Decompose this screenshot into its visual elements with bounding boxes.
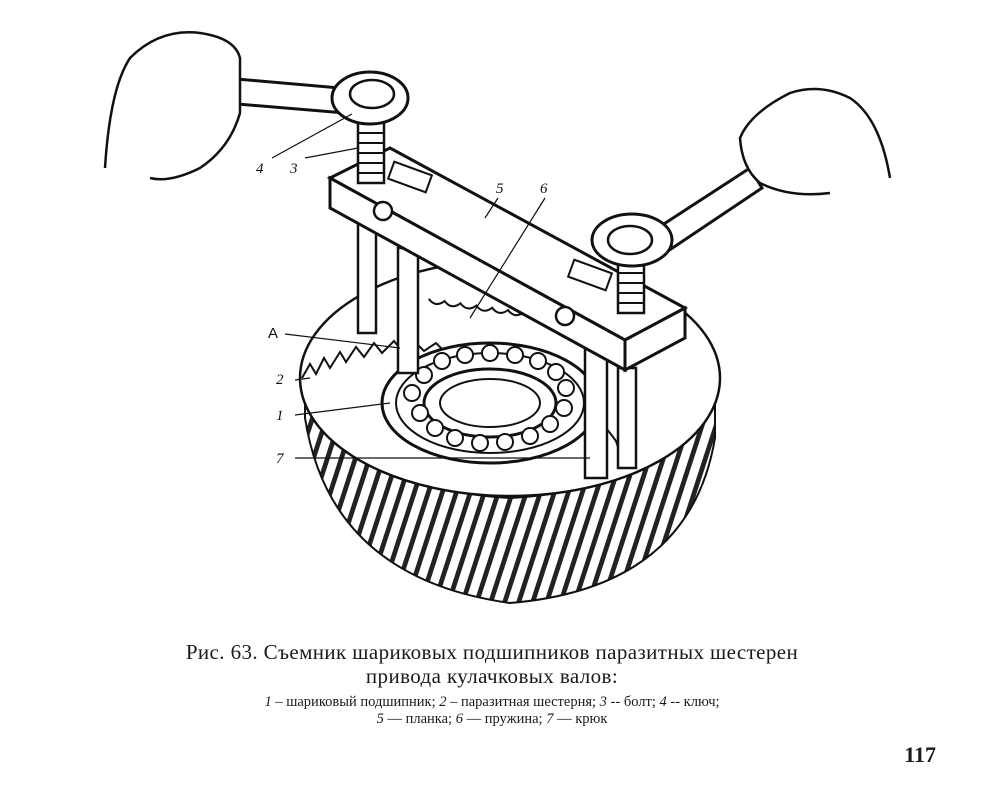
- legend-num: 6: [455, 710, 463, 727]
- puller-drawing: 4 3 5 6 А 2 1 7: [103, 31, 892, 605]
- legend-text: — планка;: [383, 710, 456, 727]
- callout-3: 3: [289, 161, 298, 177]
- callout-7: 7: [276, 451, 285, 467]
- page-number: 117: [904, 742, 936, 767]
- legend-text: — крюк: [553, 710, 608, 727]
- legend-num: 3: [599, 694, 607, 711]
- callout-5: 5: [496, 181, 504, 197]
- legend-text: – паразитная шестерня;: [446, 694, 600, 711]
- legend-line-1: 1 – шариковый подшипник; 2 – паразитная …: [60, 694, 924, 711]
- legend-num: 1: [264, 694, 272, 711]
- caption-title-line-1: Рис. 63. Съемник шариковых подшипников п…: [185, 640, 799, 664]
- puller-illustration: 4 3 5 6 А 2 1 7: [90, 18, 910, 628]
- legend-num: 2: [439, 694, 447, 711]
- wrench-left: [223, 70, 410, 126]
- hand-left: [103, 31, 242, 181]
- legend-num: 5: [376, 710, 384, 727]
- ball-bearing: [380, 341, 600, 465]
- caption-title-line-2: привода кулачковых валов:: [365, 664, 619, 689]
- callout-a: А: [268, 325, 278, 342]
- hook-right: [583, 346, 638, 480]
- legend-text: -- болт;: [606, 694, 660, 711]
- legend-num: 4: [659, 694, 667, 711]
- callout-6: 6: [540, 181, 548, 197]
- legend-line-2: 5 — планка; 6 — пружина; 7 — крюк: [60, 711, 924, 728]
- leader-lines: [271, 113, 590, 459]
- caption-legend: 1 – шариковый подшипник; 2 – паразитная …: [60, 694, 924, 727]
- callout-4: 4: [256, 161, 264, 177]
- legend-text: -- ключ;: [666, 694, 720, 711]
- plank: [326, 146, 689, 373]
- legend-text: – шариковый подшипник;: [271, 694, 440, 711]
- legend-num: 7: [546, 710, 554, 727]
- hook-left: [356, 221, 420, 375]
- hand-right: [738, 87, 892, 196]
- wrench-right: [590, 165, 765, 268]
- callout-2: 2: [276, 372, 284, 388]
- callout-1: 1: [276, 408, 284, 424]
- caption-title: Рис. 63. Съемник шариковых подшипников п…: [60, 640, 924, 688]
- legend-text: — пружина;: [462, 710, 547, 727]
- figure-caption: Рис. 63. Съемник шариковых подшипников п…: [60, 640, 924, 728]
